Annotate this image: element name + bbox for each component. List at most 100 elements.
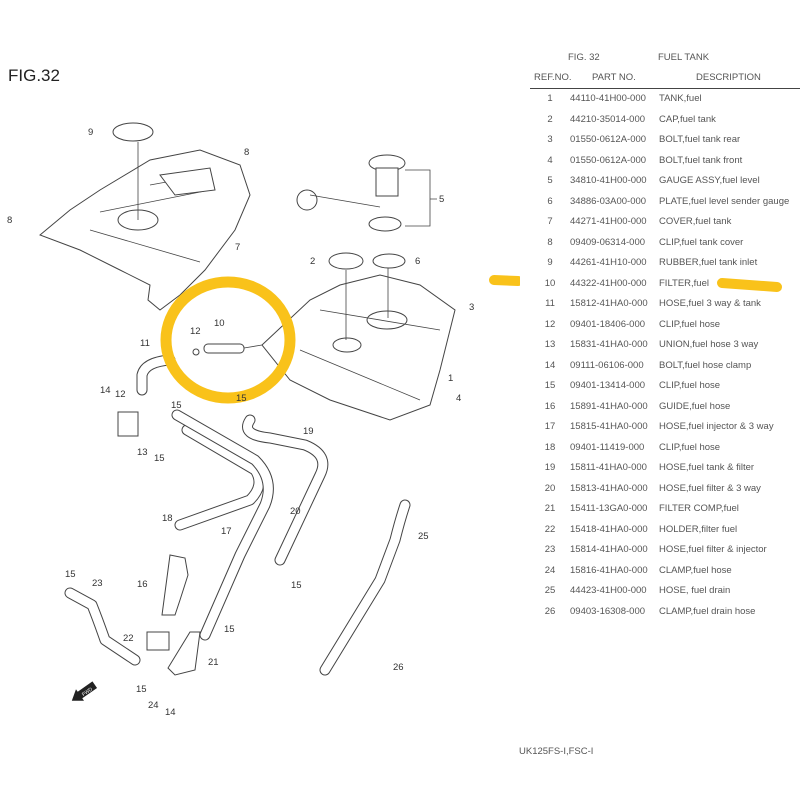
description: HOSE,fuel injector & 3 way (659, 421, 774, 433)
callout-14: 14 (165, 707, 176, 718)
highlight-dash-right (717, 278, 782, 292)
part-no: 01550-0612A-000 (570, 154, 647, 166)
callout-21: 21 (208, 657, 219, 668)
callout-labels: 9 8 8 7 5 2 6 3 10 12 11 1 4 14 12 15 15… (7, 127, 474, 718)
part-no: 44423-41H00-000 (570, 585, 647, 597)
callout-15: 15 (136, 684, 147, 695)
description: CLIP,fuel hose (659, 441, 721, 453)
callout-15: 15 (65, 569, 76, 580)
description: PLATE,fuel level sender gauge (659, 195, 790, 207)
description: HOSE, fuel drain (659, 585, 731, 597)
callout-15: 15 (224, 624, 235, 635)
union-3-way (117, 411, 139, 437)
description: HOSE,fuel filter & 3 way (659, 482, 761, 494)
ref-no: 4 (547, 154, 553, 166)
ref-no: 7 (547, 216, 553, 228)
table-row: 6 34886-03A00-000 PLATE,fuel level sender … (530, 196, 800, 210)
part-no: 15815-41HA0-000 (570, 421, 648, 433)
description: HOSE,fuel tank & filter (659, 462, 755, 474)
part-no: 34886-03A00-000 (570, 195, 647, 207)
callout-17: 17 (221, 526, 232, 537)
callout-12: 12 (115, 389, 126, 400)
description: FILTER,fuel (659, 277, 709, 289)
table-row: 25 44423-41H00-000 HOSE, fuel drain (530, 585, 800, 599)
part-no: 34810-41H00-000 (570, 175, 647, 187)
part-no: 15411-13GA0-000 (570, 503, 648, 515)
description: BOLT,fuel hose clamp (659, 359, 752, 371)
table-fig-number: FIG. 32 (568, 52, 600, 63)
part-no: 09401-13414-000 (570, 380, 646, 392)
ref-no: 17 (544, 421, 556, 433)
description: FILTER COMP,fuel (659, 503, 739, 515)
fuel-tank-cover (39, 149, 251, 311)
ref-no: 22 (544, 523, 556, 535)
description: GUIDE,fuel hose (659, 400, 731, 412)
callout-25: 25 (418, 531, 429, 542)
fuel-hoses (64, 354, 411, 676)
description: CLAMP,fuel hose (659, 564, 732, 576)
ref-no: 15 (544, 380, 556, 392)
ref-no: 26 (544, 606, 556, 617)
description: CLAMP,fuel drain hose (659, 606, 756, 617)
callout-3: 3 (469, 302, 474, 313)
part-no: 01550-0612A-000 (570, 134, 647, 146)
description: GAUGE ASSY,fuel level (659, 175, 760, 187)
header-part-no: PART NO. (592, 72, 636, 83)
part-no: 44261-41H10-000 (570, 257, 647, 269)
callout-9: 9 (88, 127, 93, 138)
callout-22: 22 (123, 633, 134, 644)
callout-18: 18 (162, 513, 173, 524)
ref-no: 18 (544, 441, 556, 453)
callout-11: 11 (140, 338, 150, 349)
callout-4: 4 (456, 393, 461, 404)
part-no: 44271-41H00-000 (570, 216, 647, 228)
part-no: 44322-41H00-000 (570, 277, 647, 289)
table-row: 15 09401-13414-000 CLIP,fuel hose (530, 380, 800, 394)
callout-23: 23 (92, 578, 103, 589)
ref-no: 8 (547, 236, 553, 248)
fuel-level-gauge (296, 154, 437, 232)
ref-no: 11 (545, 298, 555, 310)
callout-15: 15 (236, 393, 247, 404)
ref-no: 23 (544, 544, 556, 556)
ref-no: 24 (544, 564, 556, 576)
ref-no: 10 (544, 277, 556, 289)
header-divider (530, 88, 800, 89)
part-no: 15811-41HA0-000 (570, 462, 647, 474)
callout-5: 5 (439, 194, 444, 205)
fuel-tank (261, 274, 456, 421)
table-row: 24 15816-41HA0-000 CLAMP,fuel hose (530, 565, 800, 579)
description: HOSE,fuel filter & injector (659, 544, 767, 556)
part-no: 09401-18406-000 (570, 318, 646, 330)
ref-no: 9 (547, 257, 553, 269)
exploded-parts-diagram: FWD 9 8 8 7 5 2 6 3 10 12 11 1 4 14 12 1… (7, 122, 520, 718)
description: CLIP,fuel hose (659, 380, 721, 392)
ref-no: 20 (544, 482, 556, 494)
hose-guide (161, 554, 189, 616)
model-footer: UK125FS-I,FSC-I (519, 746, 594, 757)
ref-no: 25 (544, 585, 556, 597)
ref-no: 14 (544, 359, 556, 371)
callout-24: 24 (148, 700, 159, 711)
filter-holder (146, 631, 170, 651)
ref-no: 12 (544, 318, 556, 330)
part-no: 15816-41HA0-000 (570, 564, 648, 576)
callout-8: 8 (7, 215, 12, 226)
callout-19: 19 (303, 426, 314, 437)
part-no: 15891-41HA0-000 (570, 400, 648, 412)
ref-no: 3 (547, 134, 553, 146)
fwd-label: FWD (81, 686, 94, 698)
header-description: DESCRIPTION (696, 72, 761, 83)
ref-no: 6 (547, 195, 553, 207)
description: CLIP,fuel tank cover (659, 236, 744, 248)
